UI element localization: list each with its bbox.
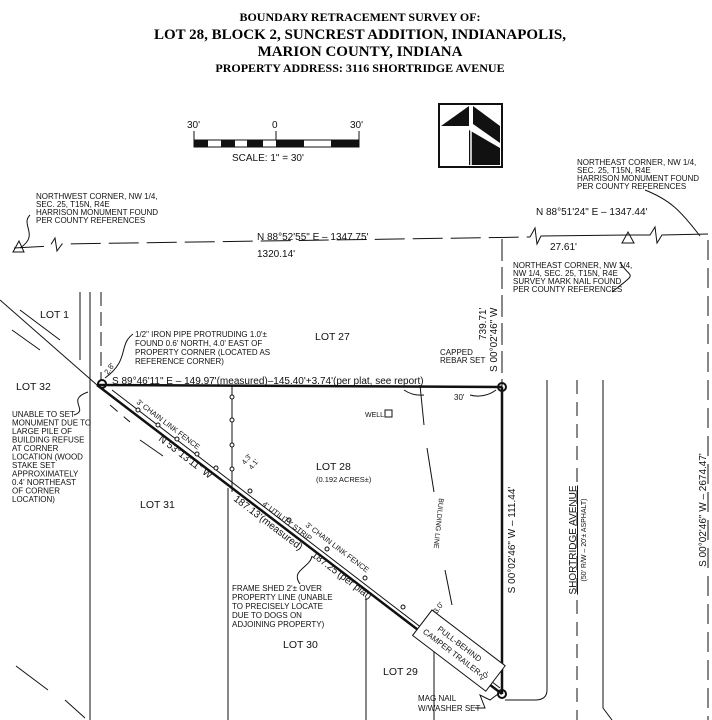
- ne-corner-note-1: NORTHEAST CORNER, NW 1/4,: [577, 158, 696, 167]
- ne-nw-corner-note-2: NW 1/4, SEC. 25, T15N, R4E: [513, 269, 618, 278]
- north-line-west-distance: 1320.14': [257, 249, 295, 260]
- unable-note-4: BUILDING REFUSE: [12, 436, 84, 445]
- well-label: WELL: [365, 412, 384, 419]
- ne-nw-corner-note-3: SURVEY MARK NAIL FOUND: [513, 277, 622, 286]
- street-detail: (50' R/W – 20'± ASPHALT): [581, 498, 588, 581]
- scale-bar: 30' 0 30' SCALE: 1" = 30': [187, 120, 363, 164]
- title-line-2: LOT 28, BLOCK 2, SUNCREST ADDITION, INDI…: [154, 27, 566, 43]
- scale-right-label: 30': [350, 120, 363, 131]
- lot-30-label: LOT 30: [283, 639, 318, 651]
- scale-center-label: 0: [272, 120, 278, 131]
- tie-distance: 739.71': [478, 307, 489, 340]
- setback-north: 30': [454, 393, 465, 402]
- title-line-3: MARION COUNTY, INDIANA: [258, 44, 463, 60]
- ne-corner-note-2: SEC. 25, T15N, R4E: [577, 166, 651, 175]
- setback-south: 20': [478, 670, 491, 682]
- frame-shed-note-2: PROPERTY LINE (UNABLE: [232, 593, 333, 602]
- building-line: [419, 384, 453, 606]
- mag-nail-note-1: MAG NAIL: [418, 694, 457, 703]
- north-line-west-bearing: N 88°52'55" E – 1347.75': [257, 232, 369, 243]
- unable-note-10: OF CORNER: [12, 487, 60, 496]
- north-lot-line-bearing: S 89°46'11" E – 149.97'(measured)–145.40…: [112, 376, 424, 387]
- unable-note-11: LOCATION): [12, 495, 55, 504]
- reference-tie-distance: 2.8': [102, 361, 116, 376]
- building-line-label: BUILDING LINE: [432, 498, 444, 549]
- frame-shed-note-5: ADJOINING PROPERTY): [232, 620, 325, 629]
- nw-corner-note-4: PER COUNTY REFERENCES: [36, 216, 145, 225]
- unable-note-8: APPROXIMATELY: [12, 470, 79, 479]
- title-line-1: BOUNDARY RETRACEMENT SURVEY OF:: [239, 10, 480, 24]
- nw-corner-note-1: NORTHWEST CORNER, NW 1/4,: [36, 192, 158, 201]
- frame-shed-note-3: TO PRECISELY LOCATE: [232, 602, 323, 611]
- capped-rebar-note-1: CAPPED: [440, 348, 473, 357]
- lot-28-area: (0.192 ACRES±): [316, 475, 372, 484]
- unable-note-2: MONUMENT DUE TO: [12, 419, 91, 428]
- well-icon: [384, 409, 393, 418]
- adjoining-lot-lines: [0, 292, 435, 720]
- unable-note-6: LOCATION (WOOD: [12, 453, 83, 462]
- unable-note-1: UNABLE TO SET: [12, 410, 75, 419]
- unable-note-5: AT CORNER: [12, 444, 59, 453]
- east-line-bearing: S 00°02'46" W – 111.44': [507, 487, 518, 594]
- iron-pipe-note-4: REFERENCE CORNER): [135, 357, 224, 366]
- ne-nw-corner-note-4: PER COUNTY REFERENCES: [513, 285, 622, 294]
- iron-pipe-icon: [97, 379, 107, 389]
- unable-note: UNABLE TO SET MONUMENT DUE TO LARGE PILE…: [12, 391, 91, 504]
- section-line-bearing: S 00°02'46" W – 2674.47': [698, 453, 709, 567]
- iron-pipe-note-2: FOUND 0.6' NORTH, 4.0' EAST OF: [135, 339, 262, 348]
- ne-nw-corner-note-1: NORTHEAST CORNER, NW 1/4,: [513, 261, 632, 270]
- lot-27-label: LOT 27: [315, 331, 350, 343]
- mag-nail-note-2: W/WASHER SET: [418, 704, 480, 713]
- tie-bearing: S 00°02'46" W: [489, 307, 500, 372]
- unable-note-3: LARGE PILE OF: [12, 427, 72, 436]
- ne-corner-note-3: HARRISON MONUMENT FOUND: [577, 174, 699, 183]
- lot-1-label: LOT 1: [40, 309, 69, 321]
- unable-note-7: STAKE SET: [12, 461, 56, 470]
- lot-28-label: LOT 28: [316, 461, 351, 473]
- north-line-east-distance: 27.61': [550, 242, 577, 253]
- north-line-east-bearing: N 88°51'24" E – 1347.44': [536, 207, 648, 218]
- capped-rebar-icon: [497, 382, 507, 392]
- lot-31-label: LOT 31: [140, 499, 175, 511]
- camper-trailer: PULL-BEHIND CAMPER TRAILER: [411, 609, 506, 692]
- frame-shed-note-4: DUE TO DOGS ON: [232, 611, 302, 620]
- street-name: SHORTRIDGE AVENUE: [568, 485, 579, 594]
- lot-32-label: LOT 32: [16, 381, 51, 393]
- capped-rebar-note-2: REBAR SET: [440, 356, 485, 365]
- iron-pipe-note-3: PROPERTY CORNER (LOCATED AS: [135, 348, 270, 357]
- frame-shed-note-1: FRAME SHED 2'± OVER: [232, 584, 322, 593]
- nw-corner-note-2: SEC. 25, T15N, R4E: [36, 200, 110, 209]
- section-line-north: [12, 189, 709, 293]
- ne-corner-note-4: PER COUNTY REFERENCES: [577, 182, 686, 191]
- nw-corner-note-3: HARRISON MONUMENT FOUND: [36, 208, 158, 217]
- scale-label: SCALE: 1" = 30': [232, 153, 304, 164]
- north-arrow-icon: [438, 103, 503, 168]
- lot-29-label: LOT 29: [383, 666, 418, 678]
- title-line-4: PROPERTY ADDRESS: 3116 SHORTRIDGE AVENUE: [215, 61, 504, 75]
- scale-left-label: 30': [187, 120, 200, 131]
- iron-pipe-note-1: 1/2" IRON PIPE PROTRUDING 1.0'±: [135, 330, 268, 339]
- unable-note-9: 0.4' NORTHEAST: [12, 478, 76, 487]
- shortridge-avenue: [505, 240, 709, 720]
